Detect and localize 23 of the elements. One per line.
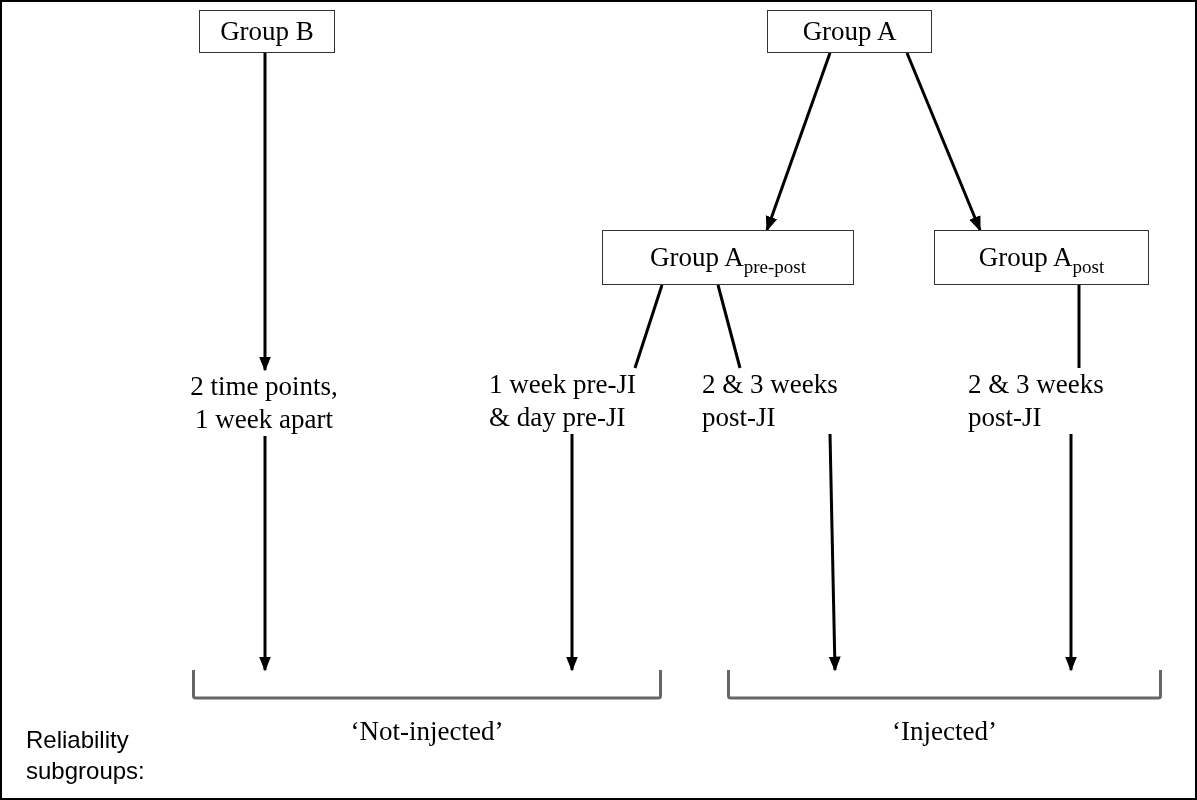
group-box bbox=[934, 230, 1149, 285]
group-box bbox=[602, 230, 854, 285]
group-label: Group B bbox=[220, 15, 314, 48]
timepoint-text: 1 week pre-JI & day pre-JI bbox=[489, 368, 637, 434]
group-label: Group A bbox=[802, 15, 897, 48]
group-box bbox=[767, 10, 932, 53]
connector-line bbox=[1077, 285, 1081, 368]
arrow bbox=[905, 52, 982, 232]
subgroup-label: ‘Not-injected’ bbox=[350, 715, 504, 748]
arrow bbox=[828, 433, 841, 672]
timepoint-text: 2 & 3 weeks post-JI bbox=[968, 368, 1105, 434]
arrow bbox=[259, 53, 271, 372]
arrow bbox=[1065, 434, 1077, 672]
group-box bbox=[199, 10, 335, 53]
arrow bbox=[566, 434, 578, 672]
arrow bbox=[765, 52, 832, 232]
connector-line bbox=[633, 284, 664, 369]
timepoint-text: 2 time points, 1 week apart bbox=[189, 370, 339, 436]
connector-line bbox=[716, 284, 742, 369]
row-label: Reliability subgroups: bbox=[26, 725, 146, 786]
subgroup-label: ‘Injected’ bbox=[892, 715, 997, 748]
arrow bbox=[259, 436, 271, 672]
timepoint-text: 2 & 3 weeks post-JI bbox=[702, 368, 839, 434]
